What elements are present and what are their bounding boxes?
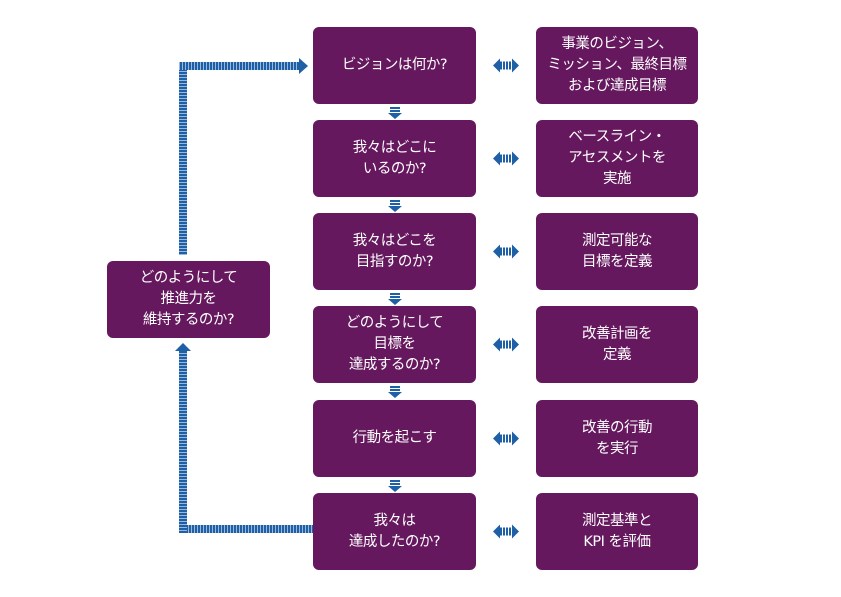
down-arrow-icon: [388, 107, 402, 119]
step-action-4: 改善計画を 定義: [536, 306, 698, 383]
step-action-2: ベースライン・ アセスメントを 実施: [536, 120, 698, 197]
step-question-2: 我々はどこに いるのか?: [313, 120, 476, 197]
double-arrow-icon: [493, 524, 519, 539]
step-action-3: 測定可能な 目標を定義: [536, 213, 698, 290]
double-arrow-icon: [493, 431, 519, 446]
down-arrow-icon: [388, 293, 402, 305]
step-question-6: 我々は 達成したのか?: [313, 493, 476, 570]
step-question-1: ビジョンは何か?: [313, 27, 476, 104]
double-arrow-icon: [493, 151, 519, 166]
double-arrow-icon: [493, 244, 519, 259]
loop-feedback-arrow: [175, 343, 313, 533]
bidirectional-arrows: [493, 58, 519, 539]
down-arrow-icon: [388, 200, 402, 212]
step-action-6: 測定基準と KPI を評価: [536, 493, 698, 570]
loop-return-arrow: [179, 58, 308, 255]
step-action-1: 事業のビジョン、 ミッション、最終目標 および達成目標: [536, 27, 698, 104]
step-question-4: どのようにして 目標を 達成するのか?: [313, 306, 476, 383]
double-arrow-icon: [493, 58, 519, 73]
down-arrow-icon: [388, 386, 402, 398]
step-question-3: 我々はどこを 目指すのか?: [313, 213, 476, 290]
down-arrow-icon: [388, 480, 402, 492]
step-action-5: 改善の行動 を実行: [536, 400, 698, 477]
double-arrow-icon: [493, 337, 519, 352]
loop-question: どのようにして 推進力を 維持するのか?: [107, 261, 270, 338]
step-question-5: 行動を起こす: [313, 400, 476, 477]
down-arrows: [388, 107, 402, 492]
